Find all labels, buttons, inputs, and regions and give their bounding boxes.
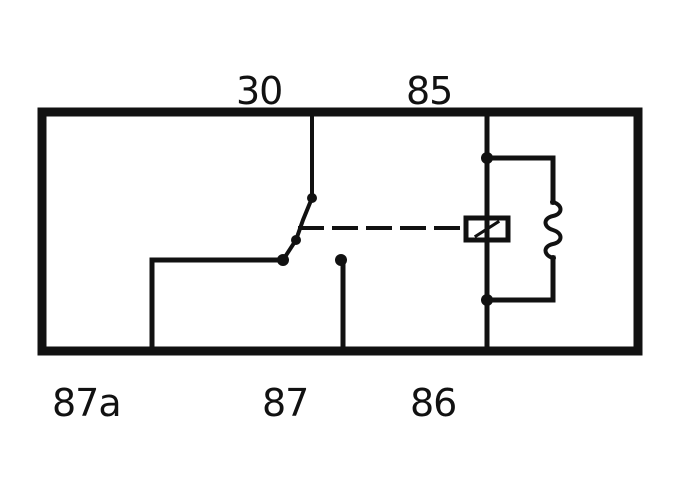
- coil-loop-top: [484, 155, 556, 205]
- pin-label-30: 30: [236, 69, 283, 113]
- coil-lead-top: [550, 199, 556, 205]
- pin-label-85: 85: [406, 69, 453, 113]
- coil-body: [463, 215, 511, 243]
- pin-87a-wire: [149, 257, 286, 350]
- coil-loop-bottom: [484, 255, 556, 303]
- pin-label-86: 86: [410, 381, 457, 425]
- pin-label-87: 87: [262, 381, 309, 425]
- relay-housing: [37, 107, 643, 356]
- switch-pivot-node: [291, 235, 301, 245]
- coil-body-diagonal: [473, 219, 501, 239]
- suppression-coil-icon: [543, 199, 563, 261]
- pin-label-87a: 87a: [52, 381, 122, 425]
